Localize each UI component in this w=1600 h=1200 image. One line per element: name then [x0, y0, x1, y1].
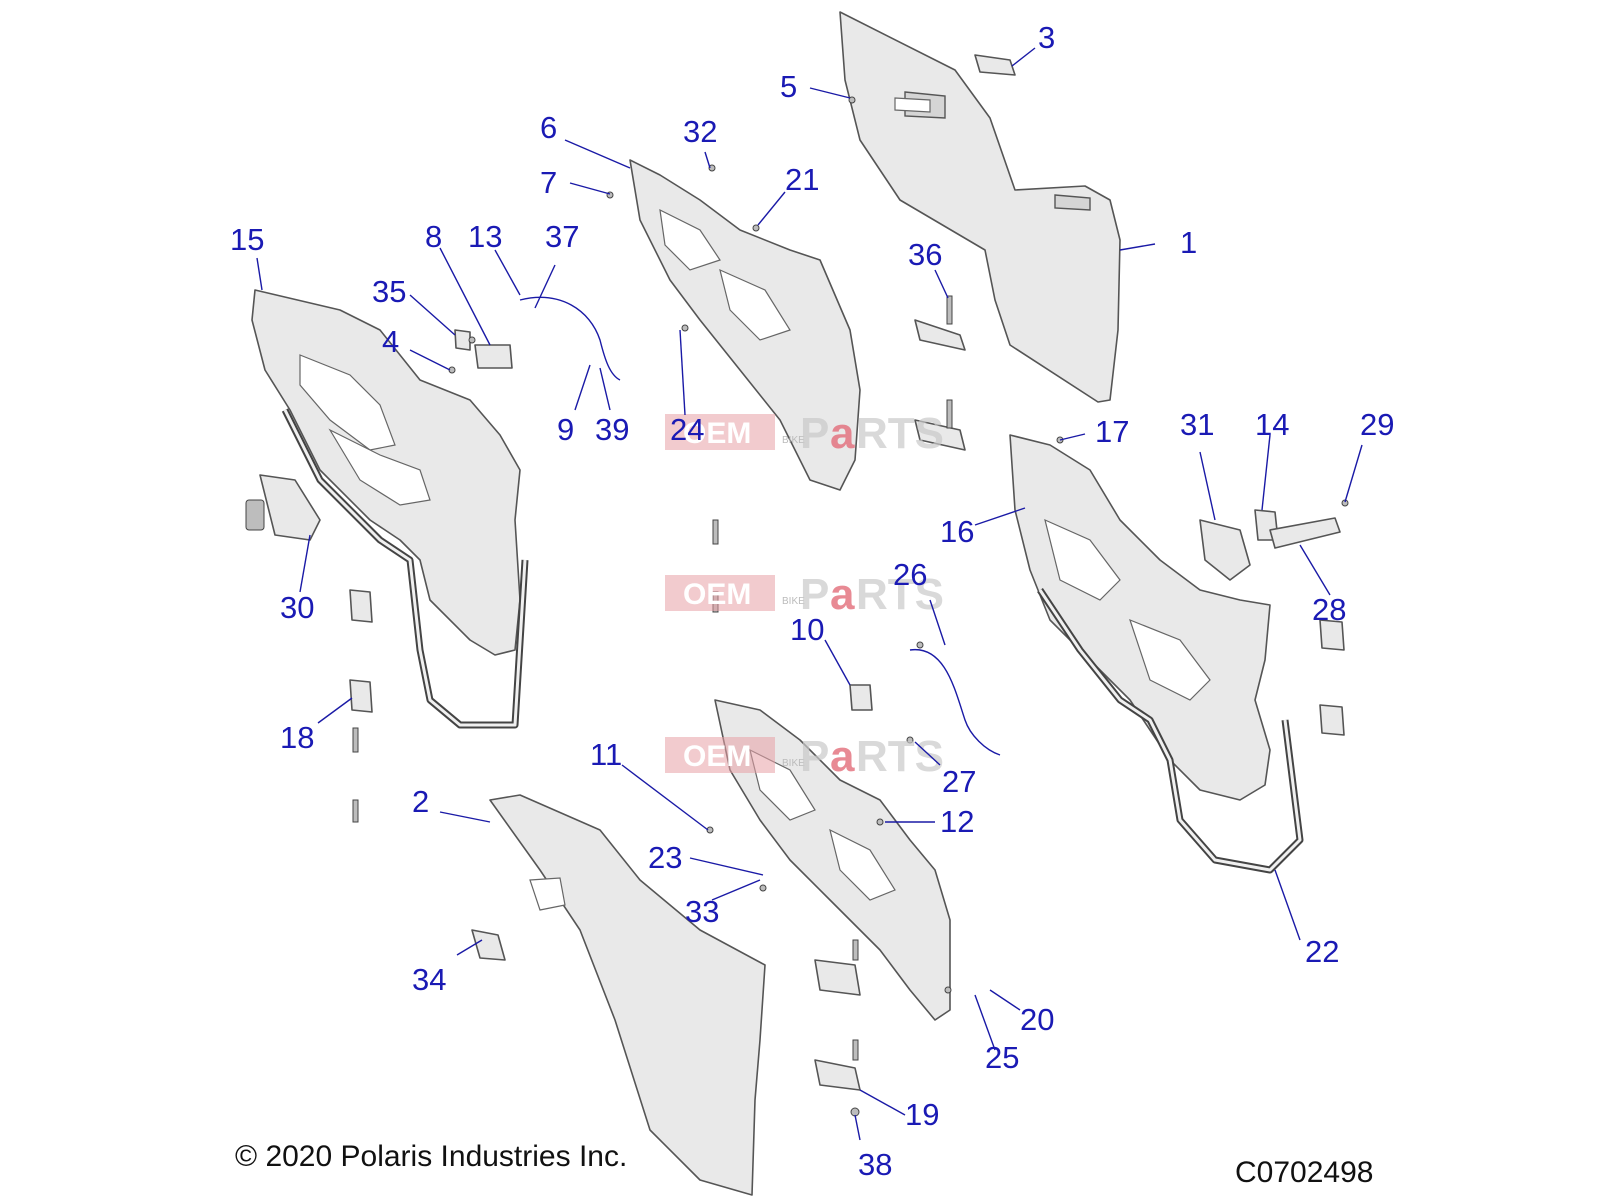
cylinder-part-28: [1269, 517, 1341, 549]
callout-32: 32: [683, 114, 717, 149]
callout-3: 3: [1038, 20, 1055, 55]
watermark-2: OEM BIKE P a RTS: [665, 570, 944, 619]
callout-15: 15: [230, 222, 264, 257]
cover-part-16a: [1319, 619, 1345, 651]
svg-text:a: a: [830, 570, 855, 619]
upper-right-door-panel: [839, 11, 1121, 403]
callout-9: 9: [557, 412, 574, 447]
callout-4: 4: [382, 324, 399, 359]
svg-text:BIKE: BIKE: [782, 758, 805, 769]
callout-11: 11: [590, 737, 622, 772]
callout-27: 27: [942, 764, 976, 799]
copyright-notice: © 2020 Polaris Industries Inc.: [235, 1140, 628, 1173]
svg-text:a: a: [830, 732, 855, 781]
bracket-part-8: [474, 344, 513, 369]
callout-20: 20: [1020, 1002, 1054, 1037]
hinge-part-19a: [814, 959, 861, 996]
callout-22: 22: [1305, 934, 1339, 969]
drawing-number: C0702498: [1235, 1156, 1374, 1189]
callout-38: 38: [858, 1147, 892, 1182]
callout-24: 24: [670, 412, 704, 447]
upper-door-frame: [629, 159, 861, 491]
svg-text:OEM: OEM: [683, 417, 751, 450]
svg-text:BIKE: BIKE: [782, 435, 805, 446]
callout-31: 31: [1180, 407, 1214, 442]
svg-text:OEM: OEM: [683, 740, 751, 773]
callout-34: 34: [412, 962, 446, 997]
callout-25: 25: [985, 1040, 1019, 1075]
callout-14: 14: [1255, 407, 1289, 442]
svg-text:P: P: [800, 409, 829, 458]
bracket-part-10: [849, 684, 873, 711]
svg-text:a: a: [830, 409, 855, 458]
bracket-part-35: [454, 329, 471, 351]
callout-2: 2: [412, 784, 429, 819]
callout-28: 28: [1312, 592, 1346, 627]
callout-39: 39: [595, 412, 629, 447]
callout-6: 6: [540, 110, 557, 145]
latch-part-30b: [245, 499, 265, 531]
svg-text:P: P: [800, 732, 829, 781]
lower-left-door-panel: [489, 794, 766, 1196]
svg-text:RTS: RTS: [856, 732, 944, 781]
callout-23: 23: [648, 840, 682, 875]
svg-text:BIKE: BIKE: [782, 596, 805, 607]
handle-part-3: [974, 54, 1016, 76]
svg-text:P: P: [800, 570, 829, 619]
hinge-part-36a: [914, 319, 966, 351]
callout-10: 10: [790, 612, 824, 647]
cable-part-13: [519, 296, 621, 381]
hinge-part-36b: [914, 419, 966, 451]
cover-part-16b: [1319, 704, 1345, 736]
left-inner-door-panel: [251, 289, 521, 656]
callout-12: 12: [940, 804, 974, 839]
cable-part-26: [909, 649, 1001, 756]
watermark-1: OEM BIKE P a RTS: [665, 409, 944, 458]
callout-13: 13: [468, 219, 502, 254]
hinge-part-19b: [814, 1059, 861, 1091]
cover-part-18b: [349, 679, 373, 713]
svg-text:RTS: RTS: [856, 409, 944, 458]
callout-1: 1: [1180, 225, 1197, 260]
callout-16: 16: [940, 514, 974, 549]
svg-text:OEM: OEM: [683, 578, 751, 611]
callout-19: 19: [905, 1097, 939, 1132]
callout-29: 29: [1360, 407, 1394, 442]
callout-30: 30: [280, 590, 314, 625]
callout-26: 26: [893, 557, 927, 592]
callout-21: 21: [785, 162, 819, 197]
callout-8: 8: [425, 219, 442, 254]
handle-part-34: [471, 929, 506, 961]
callout-labels: 1 2 3 4 5 6 7 8 9 10 11 12 13 14 15 16 1…: [230, 20, 1394, 1182]
right-inner-door-panel: [1009, 434, 1271, 801]
callout-33: 33: [685, 894, 719, 929]
cover-part-18a: [349, 589, 373, 623]
callout-35: 35: [372, 274, 406, 309]
callout-18: 18: [280, 720, 314, 755]
handle-part-31: [1199, 519, 1251, 581]
handle-part-30: [259, 474, 321, 541]
callout-17: 17: [1095, 414, 1129, 449]
callout-36: 36: [908, 237, 942, 272]
callout-37: 37: [545, 219, 579, 254]
leader-lines: [256, 47, 1363, 1141]
callout-5: 5: [780, 69, 797, 104]
watermark-3: OEM BIKE P a RTS: [665, 732, 944, 781]
svg-text:RTS: RTS: [856, 570, 944, 619]
callout-7: 7: [540, 165, 557, 200]
